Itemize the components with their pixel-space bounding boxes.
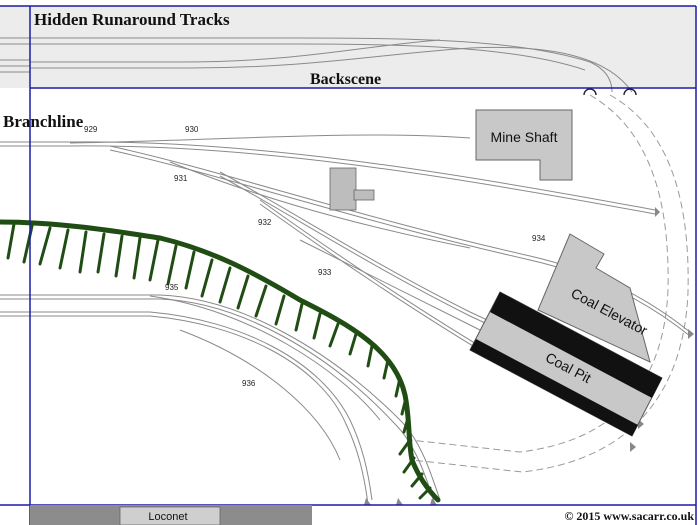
track-end-marker-1	[583, 88, 597, 96]
track-arrows	[364, 207, 694, 505]
lower-tracks	[0, 294, 441, 505]
hidden-tracks	[0, 37, 633, 93]
loconet-label: Loconet	[148, 511, 187, 523]
coal-pit	[469, 291, 663, 437]
point-number-933: 933	[318, 268, 332, 277]
point-number-934: 934	[532, 234, 546, 243]
point-number-935: 935	[165, 283, 179, 292]
point-number-929: 929	[84, 125, 98, 134]
point-number-931: 931	[174, 174, 188, 183]
coal-elevator-building	[537, 233, 651, 363]
point-number-930: 930	[185, 125, 199, 134]
track-end-marker-2	[623, 88, 637, 96]
backscene-title: Backscene	[310, 71, 381, 88]
point-number-936: 936	[242, 379, 256, 388]
hidden-area	[0, 6, 696, 88]
hidden-tracks-title: Hidden Runaround Tracks	[34, 10, 230, 29]
copyright-text: © 2015 www.sacarr.co.uk	[564, 509, 694, 523]
mine-shaft-building	[475, 109, 573, 181]
mine-shaft-label: Mine Shaft	[491, 129, 558, 145]
point-number-932: 932	[258, 218, 272, 227]
branchline-tracks	[0, 134, 691, 427]
dashed-loop	[409, 94, 689, 473]
branchline-title: Branchline	[3, 112, 84, 131]
small-building	[329, 167, 375, 211]
embankment	[0, 219, 441, 503]
loconet-box	[119, 506, 221, 525]
